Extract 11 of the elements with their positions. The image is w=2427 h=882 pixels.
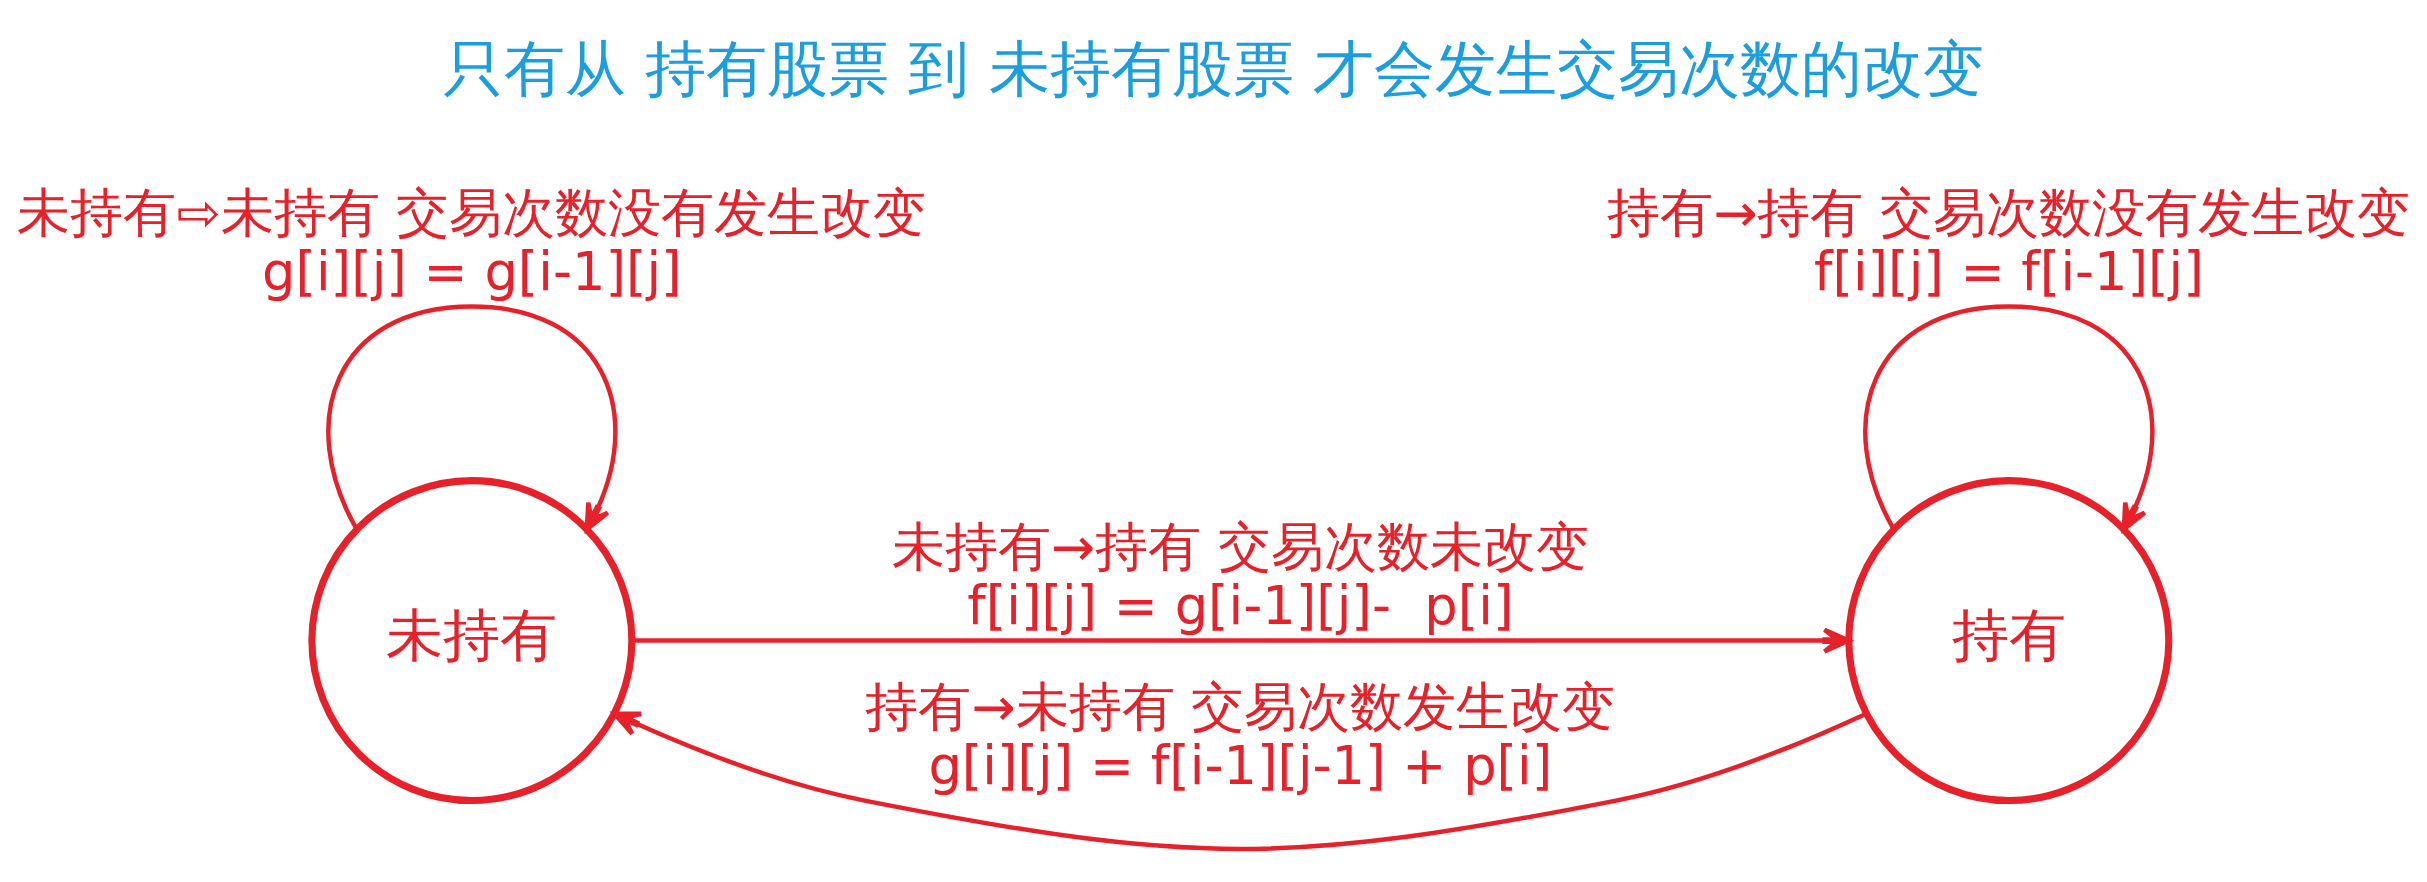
arrow: [612, 711, 1868, 851]
arrow: [1863, 304, 2155, 532]
node-circle: 未持有: [308, 477, 636, 805]
arrow: [632, 627, 1851, 654]
node-circle: 持有: [1845, 477, 2173, 805]
arrow: [326, 304, 618, 532]
diagram-title: 只有从 持有股票 到 未持有股票 才会发生交易次数的改变: [442, 33, 1985, 104]
edge-label: 持有→持有 交易次数没有发生改变 f[i][j] = f[i-1][j]: [1607, 182, 2411, 302]
edge-label: 未持有→持有 交易次数未改变 f[i][j] = g[i-1][j]- p[i]: [891, 516, 1589, 636]
edge-label: 持有→未持有 交易次数发生改变 g[i][j] = f[i-1][j-1] + p[i]: [865, 676, 1616, 796]
edge-label: 未持有⇨未持有 交易次数没有发生改变 g[i][j] = g[i-1][j]: [17, 182, 927, 302]
